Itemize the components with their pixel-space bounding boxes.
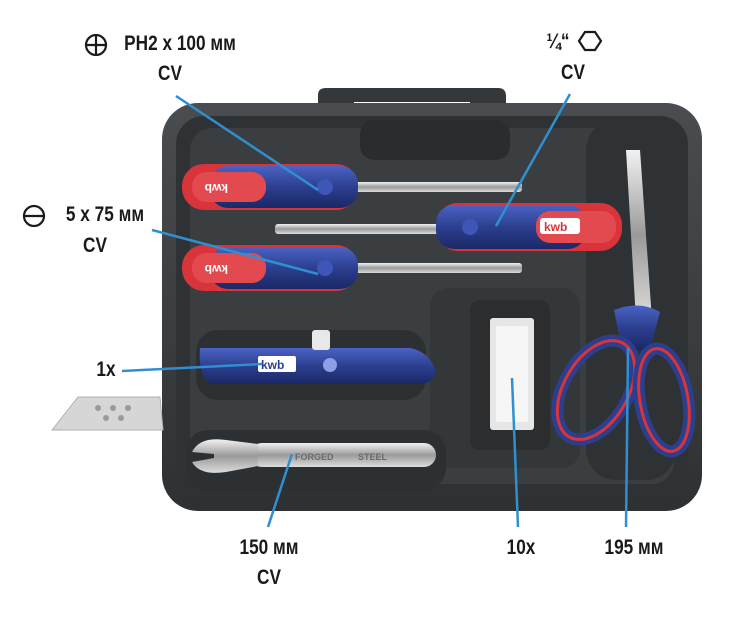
- blade-dispenser: [490, 318, 534, 430]
- label-phillips-size: PH2 x 100 мм: [124, 32, 236, 55]
- label-wrench-material: CV: [257, 566, 281, 589]
- label-phillips-material: CV: [158, 62, 182, 85]
- label-knife-count: 1x: [96, 358, 116, 381]
- kwb-logo: kwb: [544, 220, 567, 234]
- leader-line-phillips: [175, 94, 319, 192]
- kwb-logo: kwb: [205, 181, 228, 195]
- plus-circle-icon: [84, 33, 108, 57]
- label-blades-count: 10x: [506, 536, 536, 559]
- label-wrench-size: 150 мм: [239, 536, 299, 559]
- leader-line-wrench: [266, 453, 294, 528]
- hexagon-icon: [577, 30, 603, 52]
- leader-line-hex: [494, 93, 572, 227]
- label-slotted-material: CV: [83, 234, 107, 257]
- slotted-screwdriver: kwb: [182, 245, 522, 291]
- label-hex-size: ¼“: [546, 30, 570, 53]
- kwb-logo: kwb: [261, 358, 284, 372]
- label-hex-material: CV: [561, 61, 585, 84]
- leader-line-knife: [121, 362, 263, 373]
- label-slotted-size: 5 x 75 мм: [65, 203, 145, 226]
- leader-line-blades: [510, 377, 520, 528]
- leader-lines: [121, 93, 630, 528]
- scissors: [551, 150, 696, 458]
- hex-screwdriver: kwb: [275, 203, 622, 251]
- wrench-marking: FORGED: [295, 452, 334, 462]
- wrench-marking: STEEL: [358, 452, 388, 462]
- adjustable-wrench: FORGED STEEL: [192, 439, 436, 473]
- minus-circle-icon: [22, 204, 46, 228]
- label-scissors-size: 195 мм: [604, 536, 664, 559]
- leader-line-slotted: [151, 228, 319, 276]
- utility-knife: kwb: [199, 330, 436, 384]
- leader-line-scissors: [624, 347, 630, 528]
- kwb-logo: kwb: [205, 262, 228, 276]
- phillips-screwdriver: kwb: [182, 164, 522, 210]
- spare-blade: [50, 396, 164, 431]
